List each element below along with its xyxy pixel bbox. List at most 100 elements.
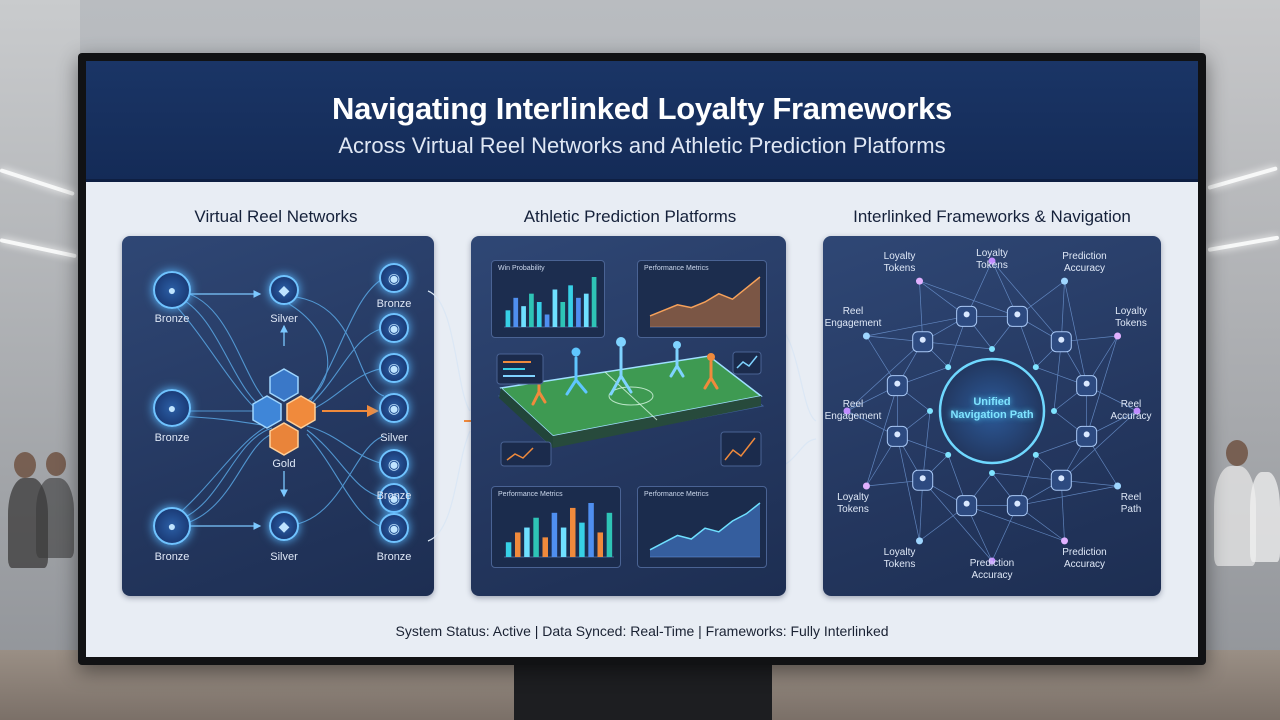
label-line: Tokens xyxy=(976,260,1008,271)
outer-node xyxy=(1114,332,1122,340)
reel-icon: ◉ xyxy=(387,360,401,376)
label-line: Tokens xyxy=(883,558,916,570)
silver-label: Silver xyxy=(270,551,298,563)
card-title: Performance Metrics xyxy=(498,491,563,498)
card-title: Performance Metrics xyxy=(644,491,709,498)
bar-mark xyxy=(583,293,589,327)
outer-node xyxy=(1133,407,1141,415)
bar-mark xyxy=(560,527,567,557)
user-icon: ● xyxy=(167,400,177,416)
bronze-node-top: ● xyxy=(153,271,191,309)
bronze-node-bottom: ● xyxy=(153,507,191,545)
bar-mark xyxy=(560,302,566,327)
background-person xyxy=(1250,472,1280,562)
label-line: Reel xyxy=(1120,492,1142,503)
performance-bar-chart xyxy=(504,503,614,558)
user-icon xyxy=(1014,311,1021,318)
inner-node xyxy=(945,364,952,371)
silver-node-top: ◆ xyxy=(269,275,299,305)
outer-node xyxy=(1061,537,1068,545)
athletic-column-title: Athletic Prediction Platforms xyxy=(523,207,737,226)
label-line: Tokens xyxy=(883,263,916,275)
label-line: Tokens xyxy=(1115,318,1147,329)
label-line: Loyalty xyxy=(976,248,1008,259)
label-line: Prediction xyxy=(1062,546,1107,558)
label-line: Tokens xyxy=(837,504,869,515)
label-line: Path xyxy=(1120,504,1142,515)
monitor-stand xyxy=(514,664,772,720)
label-line: Loyalty xyxy=(837,492,869,503)
center-line-2: Navigation Path xyxy=(950,409,1034,421)
performance-area-chart xyxy=(649,276,761,328)
inner-node xyxy=(989,470,995,476)
outer-node xyxy=(862,332,870,340)
reel-icon: ◉ xyxy=(387,400,401,416)
silver-label: Silver xyxy=(380,432,408,444)
reel-icon: ◉ xyxy=(387,456,401,472)
label-line: Prediction xyxy=(1062,251,1107,263)
right-node-3: ◉ xyxy=(379,353,409,383)
user-icon: ● xyxy=(167,518,177,534)
area-fill xyxy=(650,503,760,557)
bar-mark xyxy=(591,277,597,327)
inner-node xyxy=(1051,408,1057,414)
right-bronze-node-1: ◉ xyxy=(379,263,409,293)
user-icon xyxy=(1058,336,1065,343)
status-bar: System Status: Active | Data Synced: Rea… xyxy=(395,623,889,639)
page-title: Navigating Interlinked Loyalty Framework… xyxy=(332,91,952,126)
outer-node xyxy=(843,407,851,415)
background-person-head xyxy=(1226,440,1248,466)
background-person xyxy=(1214,466,1256,566)
bar-mark xyxy=(588,503,594,557)
user-icon xyxy=(1014,500,1021,507)
right-wall xyxy=(1200,0,1280,720)
flow-arrows-left xyxy=(427,290,472,542)
label-line: Accuracy xyxy=(1063,263,1106,275)
user-group-icon: ◆ xyxy=(278,282,290,298)
bar-mark xyxy=(579,522,585,557)
user-icon xyxy=(919,475,926,482)
outer-node xyxy=(988,257,996,265)
right-node-5: ◉ xyxy=(379,449,409,479)
inner-node xyxy=(927,408,933,414)
user-icon: ◆ xyxy=(278,518,290,534)
bar-mark xyxy=(570,507,576,557)
bronze-label: Bronze xyxy=(376,490,412,502)
inner-node xyxy=(1032,451,1039,458)
user-icon xyxy=(963,500,970,507)
label-line: Prediction xyxy=(969,558,1015,569)
bar-mark xyxy=(606,512,613,557)
performance-metrics-card: Performance Metrics xyxy=(491,486,621,568)
reel-icon: ◉ xyxy=(387,490,401,506)
label-line: Accuracy xyxy=(1110,411,1152,422)
performance-metrics-card: Performance Metrics xyxy=(637,486,767,568)
outer-node xyxy=(916,537,923,545)
user-icon xyxy=(963,311,970,318)
performance-area-chart xyxy=(649,502,761,558)
win-probability-chart xyxy=(504,277,598,328)
bar-mark xyxy=(505,542,512,557)
bronze-label: Bronze xyxy=(376,298,412,310)
label-line: Engagement xyxy=(824,411,882,422)
page-subtitle: Across Virtual Reel Networks and Athleti… xyxy=(338,133,946,158)
performance-metrics-card: Performance Metrics xyxy=(637,260,767,338)
bronze-label: Bronze xyxy=(154,313,190,325)
bar-mark xyxy=(551,512,558,557)
area-line xyxy=(649,276,761,317)
win-probability-card: Win Probability xyxy=(491,260,605,338)
gold-hex-cluster xyxy=(252,368,316,456)
bar-mark xyxy=(544,314,550,327)
user-icon xyxy=(919,336,926,343)
user-icon xyxy=(1083,431,1090,438)
inner-node xyxy=(1032,364,1039,371)
bar-mark xyxy=(505,310,511,327)
outer-node xyxy=(1114,482,1122,490)
